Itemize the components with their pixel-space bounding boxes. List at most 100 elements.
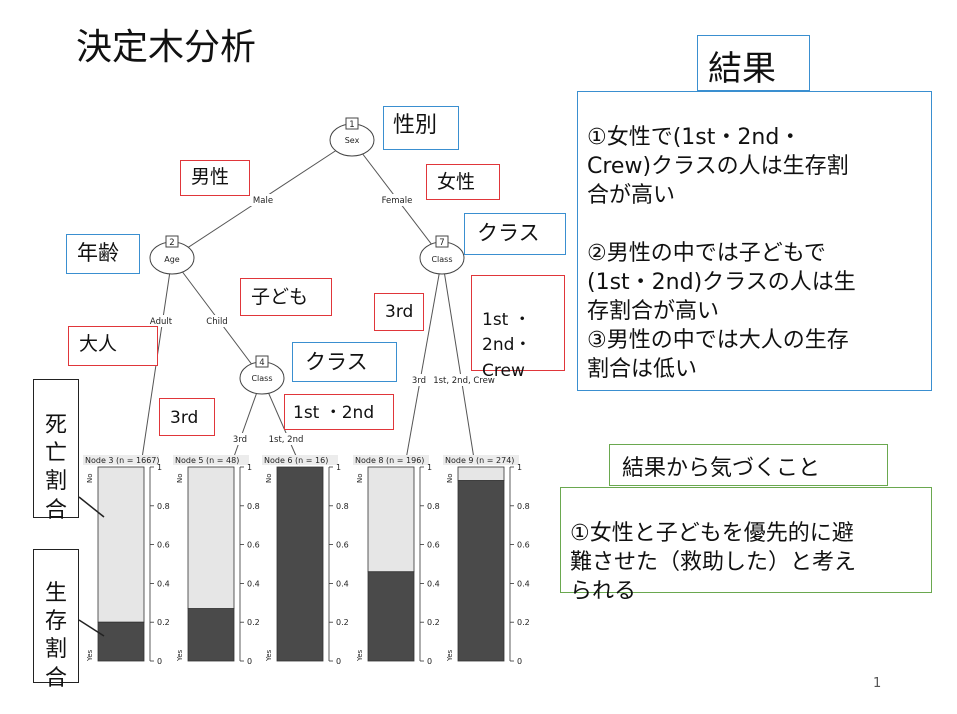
node-id: 4 xyxy=(259,358,264,368)
tick-label: 1 xyxy=(517,463,522,472)
bar-no xyxy=(187,466,235,610)
tick-label: 0.8 xyxy=(336,502,349,511)
tick-label: 0 xyxy=(157,657,162,666)
bar-yes xyxy=(187,608,235,662)
tick-label: 0.4 xyxy=(247,579,260,588)
tick-label: 0.4 xyxy=(157,579,170,588)
bar-yes xyxy=(276,466,324,662)
page-title: 決定木分析 xyxy=(76,27,257,68)
tick-label: 0.4 xyxy=(427,579,440,588)
insight-heading: 結果から気づくこと xyxy=(609,444,888,486)
terminal-node-header xyxy=(173,455,249,465)
label-child: 子ども xyxy=(240,278,332,316)
tick-label: 0.6 xyxy=(336,541,349,550)
terminal-node-header xyxy=(262,455,338,465)
tick-label: 0.6 xyxy=(157,541,170,550)
tick-label: 0 xyxy=(336,657,341,666)
tick-label: 0.2 xyxy=(247,618,260,627)
axis-label-yes: Yes xyxy=(356,649,364,662)
terminal-node-title: Node 8 (n = 196) xyxy=(355,456,424,465)
tick-label: 0.8 xyxy=(157,502,170,511)
tick-label: 0.8 xyxy=(427,502,440,511)
result-heading: 結果 xyxy=(697,35,810,91)
edge-label-male: Male xyxy=(253,196,273,206)
tick-label: 0 xyxy=(427,657,432,666)
label-sex: 性別 xyxy=(383,106,459,150)
axis-label-yes: Yes xyxy=(265,649,273,662)
tree-node-1: 1 Sex xyxy=(329,117,375,157)
tick-label: 0.6 xyxy=(517,541,530,550)
edge-label-child: Child xyxy=(206,317,227,327)
label-survival-ratio: 生 存 割 合 xyxy=(33,549,79,691)
axis-label-no: No xyxy=(265,473,273,483)
terminal-node-header xyxy=(353,455,429,465)
edge-first-second-crew xyxy=(441,257,476,466)
node-label: Class xyxy=(251,374,272,383)
bar-no xyxy=(367,466,415,573)
bar-yes xyxy=(457,480,505,662)
tick-label: 0.2 xyxy=(336,618,349,627)
label-age: 年齢 xyxy=(66,234,140,274)
node-label: Age xyxy=(164,255,180,264)
tick-label: 0 xyxy=(247,657,252,666)
axis-label-no: No xyxy=(446,473,454,483)
tree-node-4: 4 Class xyxy=(239,355,285,395)
label-female: 女性 xyxy=(426,164,500,200)
axis-label-no: No xyxy=(176,473,184,483)
tick-label: 1 xyxy=(247,463,252,472)
axis-label-yes: Yes xyxy=(176,649,184,662)
tick-label: 0.8 xyxy=(517,502,530,511)
node-id: 2 xyxy=(169,238,174,248)
terminal-node-title: Node 6 (n = 16) xyxy=(264,456,328,465)
page-number: 1 xyxy=(873,676,882,691)
terminal-node-title: Node 5 (n = 48) xyxy=(175,456,239,465)
bar-no xyxy=(97,466,145,623)
tick-label: 0.8 xyxy=(247,502,260,511)
terminal-node-bars: Node 3 (n = 1667)NoYes00.20.40.60.81Node… xyxy=(83,455,530,666)
edge-label-first-second-crew: 1st, 2nd, Crew xyxy=(433,376,495,386)
label-class-child: クラス xyxy=(292,342,397,382)
terminal-node-title: Node 9 (n = 274) xyxy=(445,456,514,465)
label-first-second-crew: 1st ・ 2nd・ Crew xyxy=(471,275,565,381)
edge-label-female: Female xyxy=(382,196,413,206)
edge-label-third-b: 3rd xyxy=(412,376,426,386)
tick-label: 0.6 xyxy=(427,541,440,550)
label-male: 男性 xyxy=(180,160,250,196)
tick-label: 0.4 xyxy=(517,579,530,588)
terminal-node-header xyxy=(443,455,519,465)
tree-node-7: 7 Class xyxy=(419,235,465,275)
axis-label-no: No xyxy=(356,473,364,483)
label-third-child: 3rd xyxy=(159,398,215,436)
label-class-female: クラス xyxy=(464,213,566,255)
tick-label: 0.4 xyxy=(336,579,349,588)
tick-label: 1 xyxy=(157,463,162,472)
tick-label: 0.2 xyxy=(517,618,530,627)
node-id: 7 xyxy=(439,238,444,248)
axis-label-no: No xyxy=(86,473,94,483)
label-death-ratio: 死 亡 割 合 xyxy=(33,379,79,523)
axis-label-yes: Yes xyxy=(86,649,94,662)
edge-label-first-second: 1st, 2nd xyxy=(269,435,304,445)
insight-text: ①女性と子どもを優先的に避 難させた（救助した）と考え られる xyxy=(560,487,932,604)
axis-label-yes: Yes xyxy=(446,649,454,662)
bar-yes xyxy=(367,571,415,662)
edge-label-third-a: 3rd xyxy=(233,435,247,445)
terminal-node-header xyxy=(83,455,159,465)
result-text: ①女性で(1st・2nd・ Crew)クラスの人は生存割 合が高い ②男性の中で… xyxy=(577,91,932,391)
tree-node-2: 2 Age xyxy=(149,235,195,275)
node-label: Sex xyxy=(345,136,360,145)
edge-label-adult: Adult xyxy=(150,317,173,327)
edge-third-female xyxy=(404,257,443,466)
tick-label: 0.6 xyxy=(247,541,260,550)
node-id: 1 xyxy=(349,120,354,130)
tick-label: 0 xyxy=(517,657,522,666)
tick-label: 1 xyxy=(336,463,341,472)
label-third-female: 3rd xyxy=(374,293,424,331)
bar-yes xyxy=(97,621,145,662)
label-first-second: 1st ・2nd xyxy=(284,394,394,430)
terminal-node-title: Node 3 (n = 1667) xyxy=(85,456,160,465)
label-adult: 大人 xyxy=(68,326,158,366)
tick-label: 1 xyxy=(427,463,432,472)
node-label: Class xyxy=(431,255,452,264)
